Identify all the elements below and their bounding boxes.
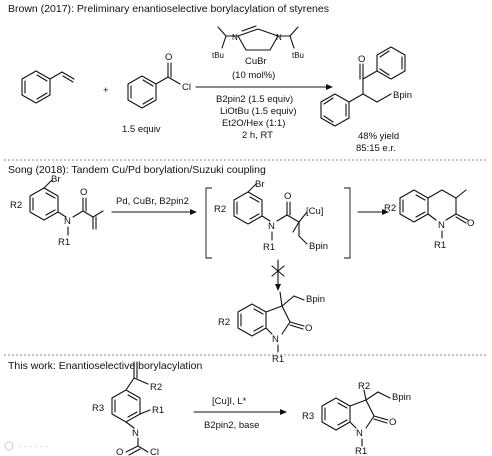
song-section-title: Song (2018): Tandem Cu/Pd borylation/Suz… <box>8 164 266 176</box>
acyl-chloride-label: Cl <box>182 82 191 93</box>
tw-sub-o: O <box>116 447 123 456</box>
song-ox-r1: R1 <box>272 354 284 365</box>
tw-prod-r1: R1 <box>355 446 367 456</box>
tw-sub-r2: R2 <box>150 382 162 393</box>
song-prod-n: N <box>438 220 445 231</box>
tw-prod-n: N <box>356 428 363 439</box>
nhc-tbu-left: tBu <box>212 51 224 60</box>
song-int-bpin: Bpin <box>309 241 328 252</box>
this-work-arrowhead <box>280 409 287 415</box>
song-int-cu: [Cu] <box>306 206 323 217</box>
song-sub-r2: R2 <box>10 200 22 211</box>
tw-prod-bpin: Bpin <box>392 392 411 403</box>
song-int-n: N <box>268 221 275 232</box>
song-prod-o: O <box>467 218 474 229</box>
product-carbonyl-label: O <box>358 54 365 65</box>
this-work-product-structure: R3 O N R1 R2 Bpin <box>302 381 411 456</box>
song-sub-n: N <box>64 216 71 227</box>
this-work-substrate-structure: R3 R2 R1 N O Cl <box>92 361 164 456</box>
reagent-equiv-label: 1.5 equiv <box>122 124 161 135</box>
blocked-cross-2 <box>271 265 285 277</box>
song-substrate-structure: Br R2 N R1 O <box>10 174 104 248</box>
song-int-r2: R2 <box>214 204 226 215</box>
song-sub-o: O <box>80 187 87 198</box>
tw-prod-r2: R2 <box>358 381 370 392</box>
watermark-text: · · · · · · <box>18 441 49 451</box>
plus-sign-1: + <box>103 85 109 96</box>
tw-prod-o: O <box>389 417 396 428</box>
song-second-arrowhead <box>382 209 389 215</box>
brown-condition-3: Et2O/Hex (1:1) <box>222 118 285 129</box>
benzoyl-chloride-structure: O Cl <box>127 52 191 109</box>
this-work-section-title: This work: Enantioselective borylacylati… <box>8 360 202 372</box>
song-quinolinone-structure: R2 O N R1 <box>384 189 474 251</box>
nhc-nitrogen-right: N <box>276 33 282 42</box>
song-blocked-arrowhead <box>275 284 281 291</box>
brown-arrowhead <box>326 84 333 90</box>
song-sub-r1: R1 <box>58 237 70 248</box>
brown-condition-1: B2pin2 (1.5 equiv) <box>216 94 293 105</box>
song-int-br: Br <box>255 179 265 190</box>
song-ox-r2: R2 <box>218 317 230 328</box>
song-int-o: O <box>284 191 291 202</box>
brown-condition-4: 2 h, RT <box>242 130 273 141</box>
song-ox-bpin: Bpin <box>306 294 325 305</box>
song-intermediate-bracket <box>205 187 351 259</box>
catalyst-loading-label: (10 mol%) <box>232 70 275 81</box>
song-intermediate-structure: Br R2 N R1 O [Cu] Bpin <box>214 179 328 253</box>
brown-product-structure: O Bpin <box>320 46 412 127</box>
song-arrowhead <box>190 209 197 215</box>
product-bpin-label: Bpin <box>393 90 412 101</box>
tw-sub-n: N <box>132 428 139 439</box>
tw-sub-r1: R1 <box>152 405 164 416</box>
tw-conditions-top: [Cu]I, L* <box>212 396 247 407</box>
brown-condition-2: LiOtBu (1.5 equiv) <box>220 106 297 117</box>
brown-er: 85:15 e.r. <box>356 143 396 154</box>
song-conditions: Pd, CuBr, B2pin2 <box>116 196 189 207</box>
nhc-nitrogen-left: N <box>232 33 238 42</box>
song-prod-r2: R2 <box>384 203 396 214</box>
song-ox-o: O <box>305 323 312 334</box>
watermark-logo: · · · · · · <box>4 441 49 451</box>
nhc-cubr-label: CuBr <box>245 56 267 67</box>
styrene-structure <box>21 70 75 104</box>
nhc-ligand-structure: N N tBu tBu CuBr <box>212 25 304 67</box>
song-oxindole-structure: R2 O N R1 Bpin <box>218 291 325 365</box>
song-ox-n: N <box>272 334 279 345</box>
tw-sub-cl: Cl <box>150 447 159 456</box>
brown-section-title: Brown (2017): Preliminary enantioselecti… <box>8 3 329 15</box>
brown-yield: 48% yield <box>358 131 399 142</box>
song-prod-r1: R1 <box>434 240 446 251</box>
tw-prod-r3: R3 <box>302 411 314 422</box>
song-sub-br: Br <box>51 174 61 185</box>
tw-conditions-bottom: B2pin2, base <box>204 420 259 431</box>
song-int-r1: R1 <box>263 242 275 253</box>
acyl-oxygen-label: O <box>165 52 172 63</box>
tw-sub-r3: R3 <box>92 403 104 414</box>
nhc-tbu-right: tBu <box>292 51 304 60</box>
